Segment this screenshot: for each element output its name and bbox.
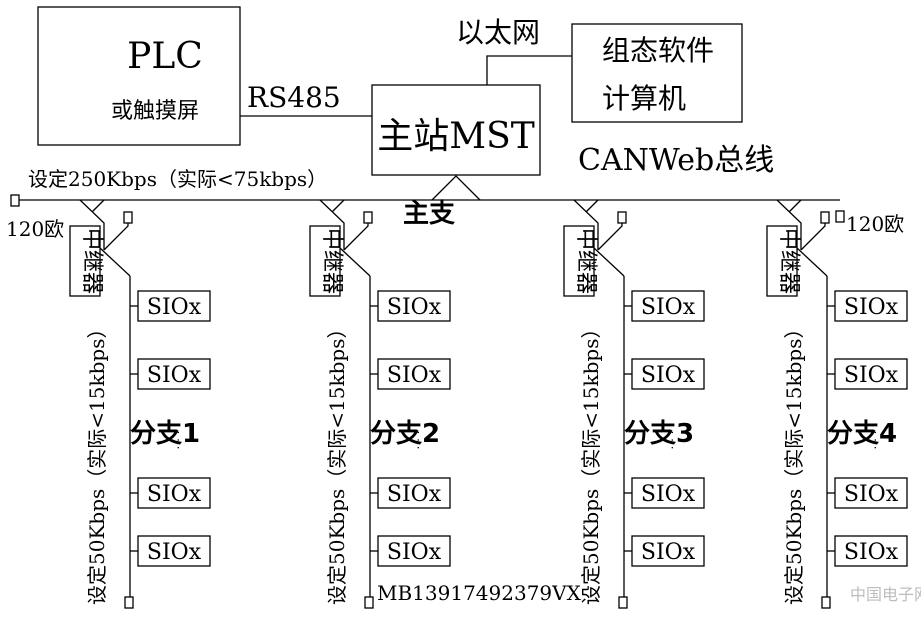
bus-name-label: CANWeb总线 [578,143,774,178]
branch-tap [319,199,345,250]
repeater-label: 中继器 [573,228,598,294]
ellipsis-dots: · · · [171,430,185,449]
master-tap [431,175,481,201]
ellipsis-dots: · · · [665,430,679,449]
branch-4: 中继器设定50Kbps（实际<15kbps）SIOxSIOxSIOxSIOx· … [766,199,908,609]
repeater-box [309,225,341,297]
repeater-resistor [617,211,627,224]
device-label: SIOx [387,295,442,320]
branch-tap [776,199,802,250]
master-block: 主站MST [371,84,541,176]
branch-end-resistor [364,596,374,609]
branch-speed-label: 设定50Kbps（实际<15kbps） [782,319,806,605]
device-box [137,290,211,322]
terminator-left: 120欧 [6,194,64,241]
main-speed-label: 设定250Kbps（实际<75kbps） [28,167,327,191]
branch-end-resistor [618,596,628,609]
repeater-stub [597,222,623,251]
device-label: SIOx [387,540,442,565]
device-box [631,290,705,322]
scada-block: 组态软件 计算机 [571,23,743,123]
device-label: SIOx [844,482,899,507]
device-box [377,358,451,390]
device-box [631,358,705,390]
repeater-label: 中继器 [319,228,344,294]
branch-label: 分支1 [130,419,200,449]
repeater-label: 中继器 [776,228,801,294]
branch-1: 中继器设定50Kbps（实际<15kbps）SIOxSIOxSIOxSIOx· … [69,199,211,609]
device-box [377,477,451,509]
device-box [631,477,705,509]
repeater-box [563,225,595,297]
device-box [137,477,211,509]
branch-speed-label: 设定50Kbps（实际<15kbps） [85,319,109,605]
device-box [137,358,211,390]
device-box [377,535,451,567]
repeater-box [766,225,798,297]
branch-tap [79,199,105,250]
device-label: SIOx [641,295,696,320]
master-box [371,84,541,176]
branch-3: 中继器设定50Kbps（实际<15kbps）SIOxSIOxSIOxSIOx· … [563,199,705,609]
repeater-resistor [123,211,133,224]
ethernet-link [486,55,572,85]
plc-subtitle: 或触摸屏 [111,99,199,124]
ellipsis-dots: · · · [868,430,882,449]
branch-label: 分支3 [624,419,694,449]
device-box [834,290,908,322]
repeater-label: 中继器 [79,228,104,294]
device-label: SIOx [641,540,696,565]
master-label: 主站MST [377,116,535,157]
repeater-stub [103,222,129,251]
device-label: SIOx [387,482,442,507]
terminator-right-label: 120欧 [846,212,904,236]
device-label: SIOx [844,540,899,565]
device-box [834,477,908,509]
repeater-box [69,225,101,297]
device-label: SIOx [147,295,202,320]
device-label: SIOx [641,482,696,507]
branch-tap [573,199,599,250]
device-label: SIOx [844,363,899,388]
plc-block: PLC 或触摸屏 [37,6,241,146]
scada-line2: 计算机 [602,82,686,115]
repeater-resistor [363,211,373,224]
ethernet-label: 以太网 [456,16,540,49]
device-label: SIOx [387,363,442,388]
branch-label: 分支2 [370,419,440,449]
watermark: 中国电子网 [850,585,921,604]
plc-title: PLC [127,36,203,77]
repeater-stub [343,222,369,251]
terminator-left-resistor [10,194,20,207]
trunk-label: 主支 [403,199,455,229]
plc-box [37,6,241,146]
footer-id: MB13917492379VX [377,581,582,605]
scada-box [571,23,743,123]
branch-speed-label: 设定50Kbps（实际<15kbps） [325,319,349,605]
terminator-left-label: 120欧 [6,217,64,241]
ellipsis-dots: · · · [411,430,425,449]
terminator-right-resistor [835,210,845,223]
device-label: SIOx [147,540,202,565]
terminator-right: 120欧 [835,210,904,236]
device-box [834,358,908,390]
device-box [631,535,705,567]
device-box [377,290,451,322]
branch-end-resistor [124,596,134,609]
branch-end-resistor [821,596,831,609]
device-label: SIOx [147,363,202,388]
device-box [137,535,211,567]
repeater-resistor [820,211,830,224]
branch-label: 分支4 [827,419,897,449]
rs485-label: RS485 [247,81,341,114]
branch-speed-label: 设定50Kbps（实际<15kbps） [579,319,603,605]
repeater-stub [800,222,826,251]
device-label: SIOx [147,482,202,507]
scada-line1: 组态软件 [602,34,714,67]
device-label: SIOx [641,363,696,388]
device-box [834,535,908,567]
device-label: SIOx [844,295,899,320]
branch-2: 中继器设定50Kbps（实际<15kbps）SIOxSIOxSIOxSIOx· … [309,199,451,609]
